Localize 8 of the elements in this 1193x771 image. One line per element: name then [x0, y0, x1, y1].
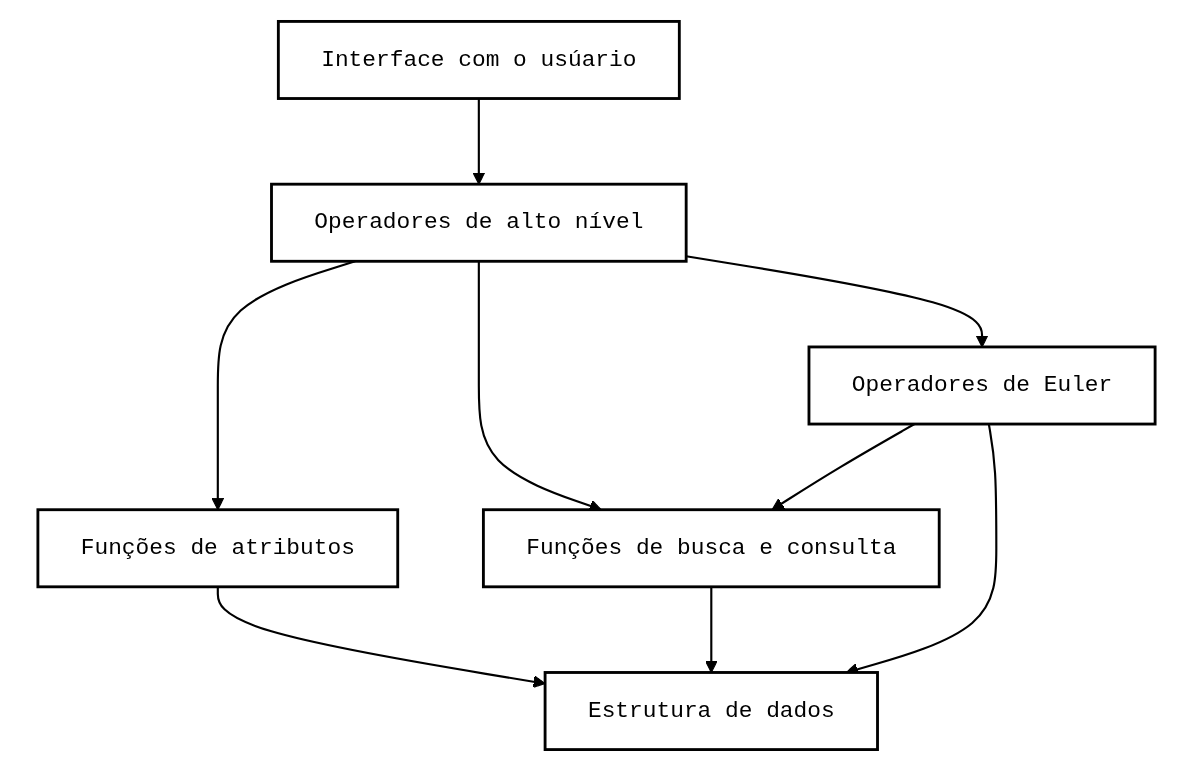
- arrow: [216, 586, 546, 688]
- node-box: Estrutura de dados: [543, 671, 879, 751]
- node-box: Funções de busca e consulta: [481, 508, 941, 589]
- node-box: Funções de atributos: [36, 508, 400, 589]
- arrow: [472, 98, 486, 185]
- node-box: Interface com o usúario: [276, 20, 681, 100]
- node-box: Operadores de Euler: [807, 345, 1157, 426]
- node-box: Operadores de alto nível: [270, 182, 688, 263]
